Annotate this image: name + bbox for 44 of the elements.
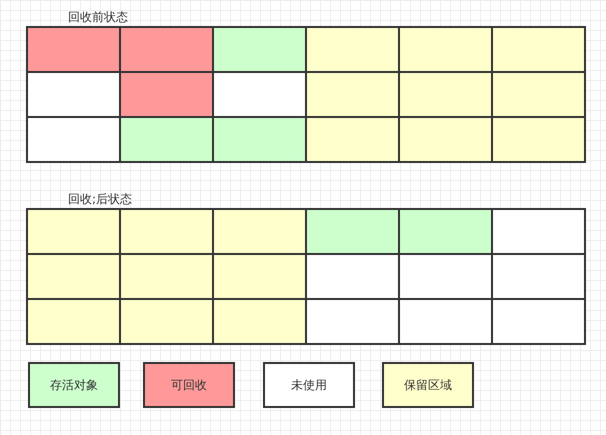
memory-cell <box>307 255 400 300</box>
memory-cell <box>307 118 400 163</box>
memory-cell <box>307 73 400 118</box>
memory-cell <box>493 255 586 300</box>
memory-cell <box>28 118 121 163</box>
memory-cell <box>493 300 586 345</box>
memory-cell <box>28 300 121 345</box>
legend-swatch: 存活对象 <box>28 362 120 408</box>
memory-cell <box>121 118 214 163</box>
memory-cell <box>28 28 121 73</box>
memory-cell <box>307 300 400 345</box>
memory-grid <box>26 26 586 163</box>
memory-cell <box>307 28 400 73</box>
memory-cell <box>121 28 214 73</box>
memory-cell <box>214 300 307 345</box>
memory-grid <box>26 208 586 345</box>
memory-cell <box>400 300 493 345</box>
grid-title: 回收前状态 <box>68 9 128 26</box>
memory-cell <box>214 118 307 163</box>
memory-cell <box>214 255 307 300</box>
memory-cell <box>400 118 493 163</box>
memory-cell <box>121 210 214 255</box>
memory-cell <box>493 118 586 163</box>
legend-swatch: 未使用 <box>263 362 355 408</box>
memory-cell <box>493 28 586 73</box>
memory-cell <box>28 210 121 255</box>
memory-cell <box>214 73 307 118</box>
legend-swatch: 可回收 <box>143 362 235 408</box>
memory-cell <box>28 73 121 118</box>
memory-cell <box>400 73 493 118</box>
memory-cell <box>400 28 493 73</box>
memory-cell <box>307 210 400 255</box>
memory-cell <box>214 210 307 255</box>
memory-cell <box>28 255 121 300</box>
memory-cell <box>121 300 214 345</box>
memory-cell <box>121 73 214 118</box>
memory-cell <box>493 210 586 255</box>
memory-cell <box>121 255 214 300</box>
grid-title: 回收;后状态 <box>68 191 132 208</box>
memory-cell <box>400 210 493 255</box>
memory-cell <box>493 73 586 118</box>
memory-cell <box>214 28 307 73</box>
memory-cell <box>400 255 493 300</box>
legend-swatch: 保留区域 <box>382 362 474 408</box>
